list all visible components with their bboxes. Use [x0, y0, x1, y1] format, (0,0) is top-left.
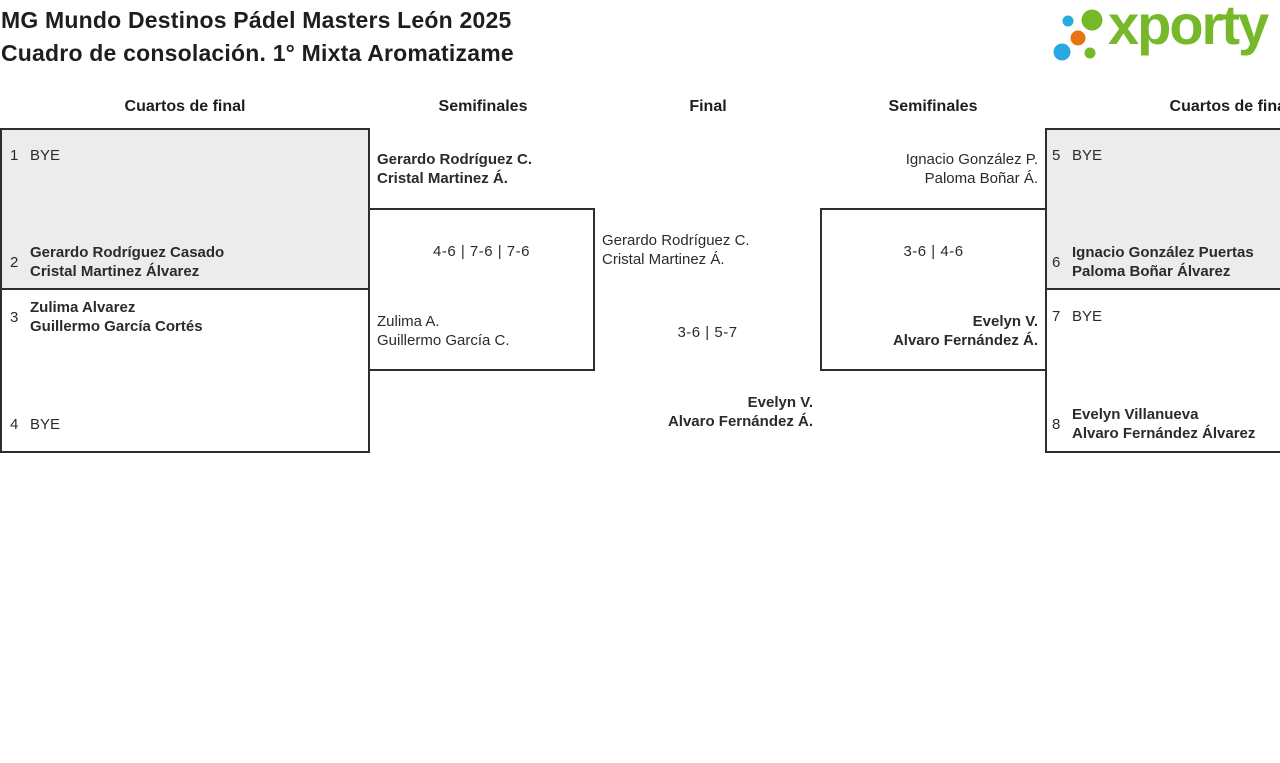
player-name: Zulima Alvarez — [30, 299, 136, 316]
sf-right-loser: Ignacio González P. Paloma Boñar Á. — [820, 150, 1038, 188]
player-name: Paloma Boñar Á. — [924, 170, 1038, 187]
seed-number: 8 — [1052, 415, 1061, 433]
team-pair: Ignacio González Puertas Paloma Boñar Ál… — [1072, 243, 1254, 281]
player-name: Gerardo Rodríguez C. — [377, 151, 533, 168]
player-name: Cristal Martinez Á. — [602, 251, 725, 268]
player-name: Evelyn V. — [972, 313, 1038, 330]
sf-right-score: 3-6 | 4-6 — [903, 243, 964, 260]
match-box-qf3 — [1045, 128, 1280, 290]
page-title: MG Mundo Destinos Pádel Masters León 202… — [1, 4, 514, 70]
qf3-slot-top: 5 BYE — [1052, 146, 1102, 165]
player-name: Zulima A. — [377, 313, 440, 330]
team-pair: Gerardo Rodríguez Casado Cristal Martine… — [30, 243, 224, 281]
player-name: Alvaro Fernández Á. — [667, 413, 813, 430]
tournament-title: MG Mundo Destinos Pádel Masters León 202… — [1, 7, 512, 33]
match-box-qf4 — [1045, 288, 1280, 453]
round-header-semifinals-left: Semifinales — [438, 98, 528, 115]
team-pair: Evelyn Villanueva Alvaro Fernández Álvar… — [1072, 405, 1255, 443]
xporty-logo-text: xporty — [1108, 0, 1269, 56]
qf4-slot-bottom: 8 Evelyn Villanueva Alvaro Fernández Álv… — [1052, 405, 1255, 443]
seed-number: 4 — [10, 416, 19, 433]
player-name: Paloma Boñar Álvarez — [1072, 263, 1231, 280]
player-name: Ignacio González Puertas — [1072, 244, 1254, 261]
xporty-logo[interactable]: xporty — [1046, 0, 1280, 68]
round-header-semifinals-right: Semifinales — [888, 98, 978, 115]
team-pair: Zulima Alvarez Guillermo García Cortés — [30, 298, 203, 336]
player-name: Guillermo García C. — [377, 332, 510, 349]
final-winner: Evelyn V. Alvaro Fernández Á. — [595, 393, 813, 431]
seed-number: 2 — [10, 253, 19, 271]
team-bye: BYE — [30, 416, 61, 433]
player-name: Guillermo García Cortés — [30, 318, 203, 335]
bracket-subtitle: Cuadro de consolación. 1° Mixta Aromatiz… — [1, 40, 514, 66]
match-box-qf1 — [0, 128, 370, 290]
round-header-quarterfinals-right: Cuartos de final — [1169, 98, 1280, 115]
player-name: Ignacio González P. — [905, 151, 1038, 168]
round-header-final: Final — [689, 98, 727, 115]
player-name: Gerardo Rodríguez Casado — [30, 244, 225, 261]
xporty-logo-dots-icon — [1053, 9, 1103, 61]
qf2-slot-top: 3 Zulima Alvarez Guillermo García Cortés — [10, 298, 203, 336]
player-name: Evelyn Villanueva — [1072, 406, 1199, 423]
final-team-a: Gerardo Rodríguez C. Cristal Martinez Á. — [602, 231, 750, 269]
sf-left-winner: Gerardo Rodríguez C. Cristal Martinez Á. — [377, 150, 532, 188]
sf-right-winner: Evelyn V. Alvaro Fernández Á. — [820, 312, 1038, 350]
team-bye: BYE — [30, 147, 61, 164]
qf1-slot-top: 1 BYE — [10, 146, 60, 165]
match-box-qf2 — [0, 288, 370, 453]
sf-left-loser: Zulima A. Guillermo García C. — [377, 312, 510, 350]
player-name: Evelyn V. — [747, 394, 813, 411]
team-bye: BYE — [1072, 308, 1103, 325]
qf1-slot-bottom: 2 Gerardo Rodríguez Casado Cristal Marti… — [10, 243, 224, 281]
seed-number: 7 — [1052, 308, 1061, 325]
final-score: 3-6 | 5-7 — [677, 324, 738, 341]
qf2-slot-bottom: 4 BYE — [10, 415, 60, 434]
seed-number: 6 — [1052, 253, 1061, 271]
player-name: Cristal Martinez Álvarez — [30, 263, 200, 280]
match-box-sf-left — [368, 208, 595, 371]
player-name: Cristal Martinez Á. — [377, 170, 508, 187]
seed-number: 1 — [10, 147, 19, 164]
player-name: Alvaro Fernández Á. — [892, 332, 1038, 349]
sf-left-score: 4-6 | 7-6 | 7-6 — [432, 243, 530, 260]
player-name: Gerardo Rodríguez C. — [602, 232, 750, 249]
seed-number: 3 — [10, 308, 19, 326]
round-header-quarterfinals-left: Cuartos de final — [124, 98, 246, 115]
seed-number: 5 — [1052, 147, 1061, 164]
qf4-slot-top: 7 BYE — [1052, 307, 1102, 326]
team-bye: BYE — [1072, 147, 1103, 164]
player-name: Alvaro Fernández Álvarez — [1072, 425, 1256, 442]
qf3-slot-bottom: 6 Ignacio González Puertas Paloma Boñar … — [1052, 243, 1254, 281]
